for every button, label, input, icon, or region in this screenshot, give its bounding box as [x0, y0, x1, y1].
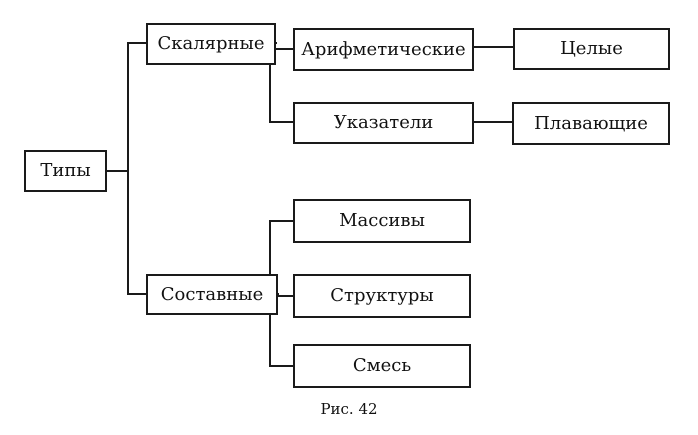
node-floating: Плавающие	[512, 102, 670, 145]
node-composite: Составные	[146, 274, 278, 315]
node-arrays-label: Массивы	[339, 210, 425, 231]
node-integers: Целые	[513, 28, 670, 70]
node-scalar-label: Скалярные	[157, 33, 265, 54]
node-integers-label: Целые	[560, 38, 623, 59]
node-structures: Структуры	[293, 274, 471, 318]
node-floating-label: Плавающие	[534, 112, 648, 134]
node-unions-label: Смесь	[352, 355, 412, 376]
node-unions: Смесь	[293, 344, 471, 388]
node-arithmetic: Арифметические	[293, 28, 474, 71]
node-arrays: Массивы	[293, 199, 471, 243]
node-scalar: Скалярные	[146, 23, 276, 65]
node-arithmetic-label: Арифметические	[301, 38, 466, 60]
node-types-label: Типы	[40, 160, 91, 181]
node-structures-label: Структуры	[330, 285, 434, 306]
node-composite-label: Составные	[160, 283, 264, 305]
node-pointers-label: Указатели	[333, 112, 434, 133]
node-types: Типы	[24, 150, 107, 192]
figure-caption: Рис. 42	[320, 400, 378, 418]
node-pointers: Указатели	[293, 102, 474, 144]
